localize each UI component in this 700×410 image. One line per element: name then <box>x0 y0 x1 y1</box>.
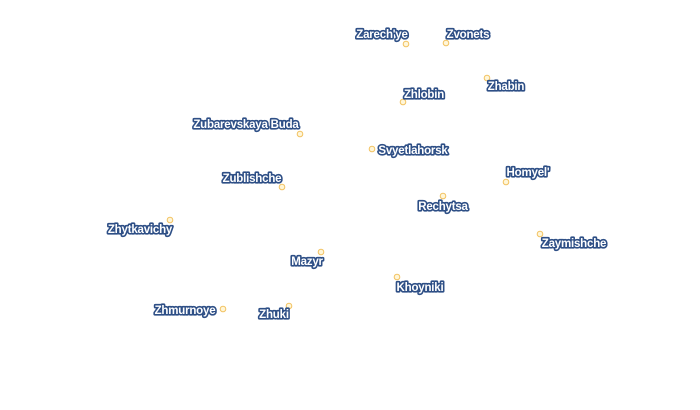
city-marker-zhytkavichy[interactable] <box>166 216 174 224</box>
city-zhabin[interactable]: Zhabin <box>483 74 526 95</box>
city-label-zarechye: Zarech'ye <box>356 29 407 41</box>
city-label-zhytkavichy: Zhytkavichy <box>108 224 173 236</box>
city-zaymishche[interactable]: Zaymishche <box>536 230 608 252</box>
city-zarechye[interactable]: Zarech'ye <box>355 27 410 48</box>
city-marker-homyel[interactable] <box>502 178 510 186</box>
city-marker-zarechye[interactable] <box>402 40 410 48</box>
city-label-zublishche: Zublishche <box>223 173 282 185</box>
city-label-zhuki: Zhuki <box>259 309 289 321</box>
city-marker-rechytsa[interactable] <box>439 192 447 200</box>
city-zubarevskaya-buda[interactable]: Zubarevskaya Buda <box>192 117 304 138</box>
city-label-mazyr: Mazyr <box>291 256 323 268</box>
city-label-khoyniki: Khoyniki <box>397 282 444 294</box>
city-label-rechytsa: Rechytsa <box>418 201 468 213</box>
city-label-zubarevskaya-buda: Zubarevskaya Buda <box>193 119 299 131</box>
city-mazyr[interactable]: Mazyr <box>290 248 325 270</box>
city-label-svyetlahorsk: Svyetlahorsk <box>378 145 448 157</box>
city-marker-zhuki[interactable] <box>285 302 293 310</box>
city-label-zaymishche: Zaymishche <box>542 238 606 250</box>
city-label-zhmurnoye: Zhmurnoye <box>155 305 216 317</box>
city-rechytsa[interactable]: Rechytsa <box>417 192 470 215</box>
city-label-homyel: Homyel' <box>507 167 550 179</box>
city-marker-zhabin[interactable] <box>483 74 491 82</box>
city-zublishche[interactable]: Zublishche <box>221 171 286 191</box>
city-zhlobin[interactable]: Zhlobin <box>399 87 446 106</box>
city-label-zhlobin: Zhlobin <box>404 89 444 101</box>
city-marker-mazyr[interactable] <box>317 248 325 256</box>
city-marker-zaymishche[interactable] <box>536 230 544 238</box>
city-label-zvonets: Zvonets <box>447 29 490 41</box>
city-zhytkavichy[interactable]: Zhytkavichy <box>106 216 175 238</box>
city-marker-zublishche[interactable] <box>278 183 286 191</box>
city-marker-khoyniki[interactable] <box>393 273 401 281</box>
city-marker-svyetlahorsk[interactable] <box>368 145 376 153</box>
city-homyel[interactable]: Homyel' <box>502 165 552 186</box>
city-label-zhabin: Zhabin <box>488 81 525 93</box>
city-zhmurnoye[interactable]: Zhmurnoye <box>153 303 227 319</box>
city-marker-zubarevskaya-buda[interactable] <box>296 130 304 138</box>
city-marker-zvonets[interactable] <box>442 39 450 47</box>
city-marker-zhmurnoye[interactable] <box>219 305 227 313</box>
city-khoyniki[interactable]: Khoyniki <box>393 273 445 296</box>
city-svyetlahorsk[interactable]: Svyetlahorsk <box>368 143 450 159</box>
city-zhuki[interactable]: Zhuki <box>258 302 293 323</box>
city-marker-zhlobin[interactable] <box>399 98 407 106</box>
city-zvonets[interactable]: Zvonets <box>442 27 491 47</box>
